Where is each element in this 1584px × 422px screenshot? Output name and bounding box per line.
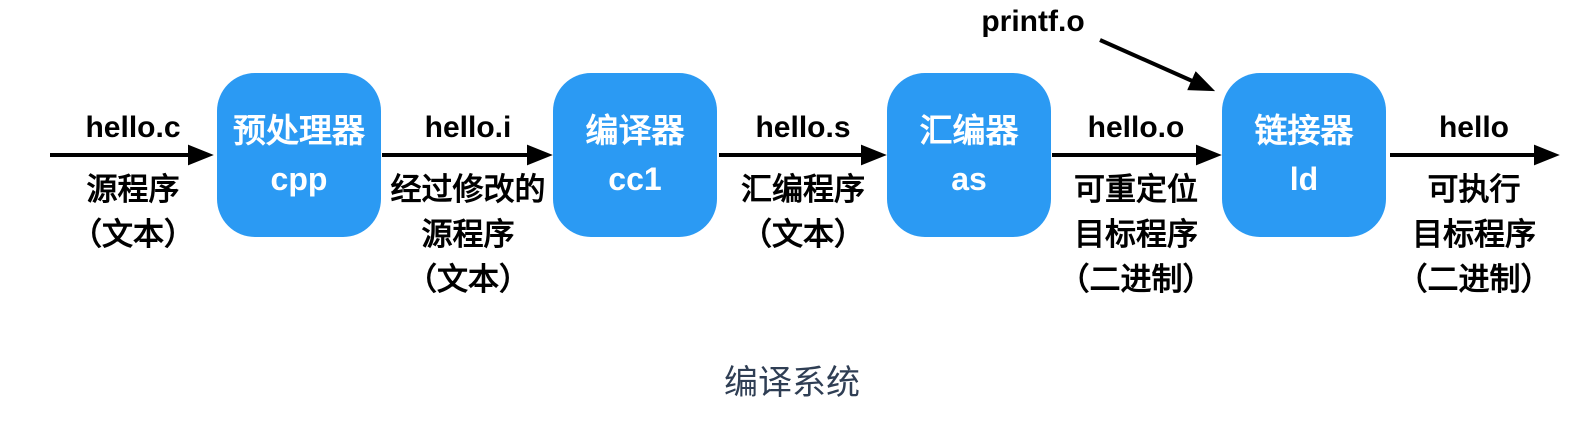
desc-line: 目标程序 (1412, 217, 1536, 252)
desc-line: 可执行 (1427, 172, 1521, 207)
stage-tool: as (951, 161, 987, 197)
stage-name: 汇编器 (919, 112, 1019, 149)
stage-tool: ld (1289, 161, 1319, 197)
desc-line: 汇编程序 (741, 172, 865, 207)
stage-box-compiler: 编译器 cc1 (553, 73, 717, 237)
diagram-caption: 编译系统 (724, 364, 860, 402)
stage-tool: cc1 (608, 161, 662, 197)
desc-line: 可重定位 (1074, 172, 1198, 207)
desc-line: 源程序 (421, 217, 515, 252)
desc-line: （二进制） (1396, 262, 1552, 297)
desc-line: 源程序 (86, 172, 180, 207)
desc-line: （文本） (406, 262, 530, 297)
stage-name: 链接器 (1254, 112, 1354, 149)
stage-name: 预处理器 (233, 112, 365, 149)
stage-box-preprocessor: 预处理器 cpp (217, 73, 381, 237)
file-label-hello-s: hello.s (755, 111, 851, 144)
desc-line: （二进制） (1058, 262, 1214, 297)
stage-box-linker: 链接器 ld (1222, 73, 1386, 237)
file-label-hello: hello (1438, 111, 1509, 144)
desc-line: 经过修改的 (390, 172, 546, 207)
arrow-printf-o (1099, 38, 1216, 92)
file-label-hello-c: hello.c (85, 111, 181, 144)
stage-box-assembler: 汇编器 as (887, 73, 1051, 237)
file-label-printf-o: printf.o (981, 5, 1085, 38)
desc-executable-object: 可执行 目标程序 （二进制） (1334, 167, 1584, 302)
desc-assembly-program: 汇编程序 （文本） (663, 167, 943, 257)
stage-name: 编译器 (585, 112, 685, 149)
desc-source-program: 源程序 （文本） (0, 167, 273, 257)
desc-relocatable-object: 可重定位 目标程序 （二进制） (996, 167, 1276, 302)
desc-line: 目标程序 (1074, 217, 1198, 252)
desc-line: （文本） (741, 217, 865, 252)
file-label-hello-i: hello.i (424, 111, 512, 144)
desc-modified-source: 经过修改的 源程序 （文本） (328, 167, 608, 302)
file-label-hello-o: hello.o (1087, 111, 1185, 144)
desc-line: （文本） (71, 217, 195, 252)
stage-tool: cpp (270, 161, 328, 197)
